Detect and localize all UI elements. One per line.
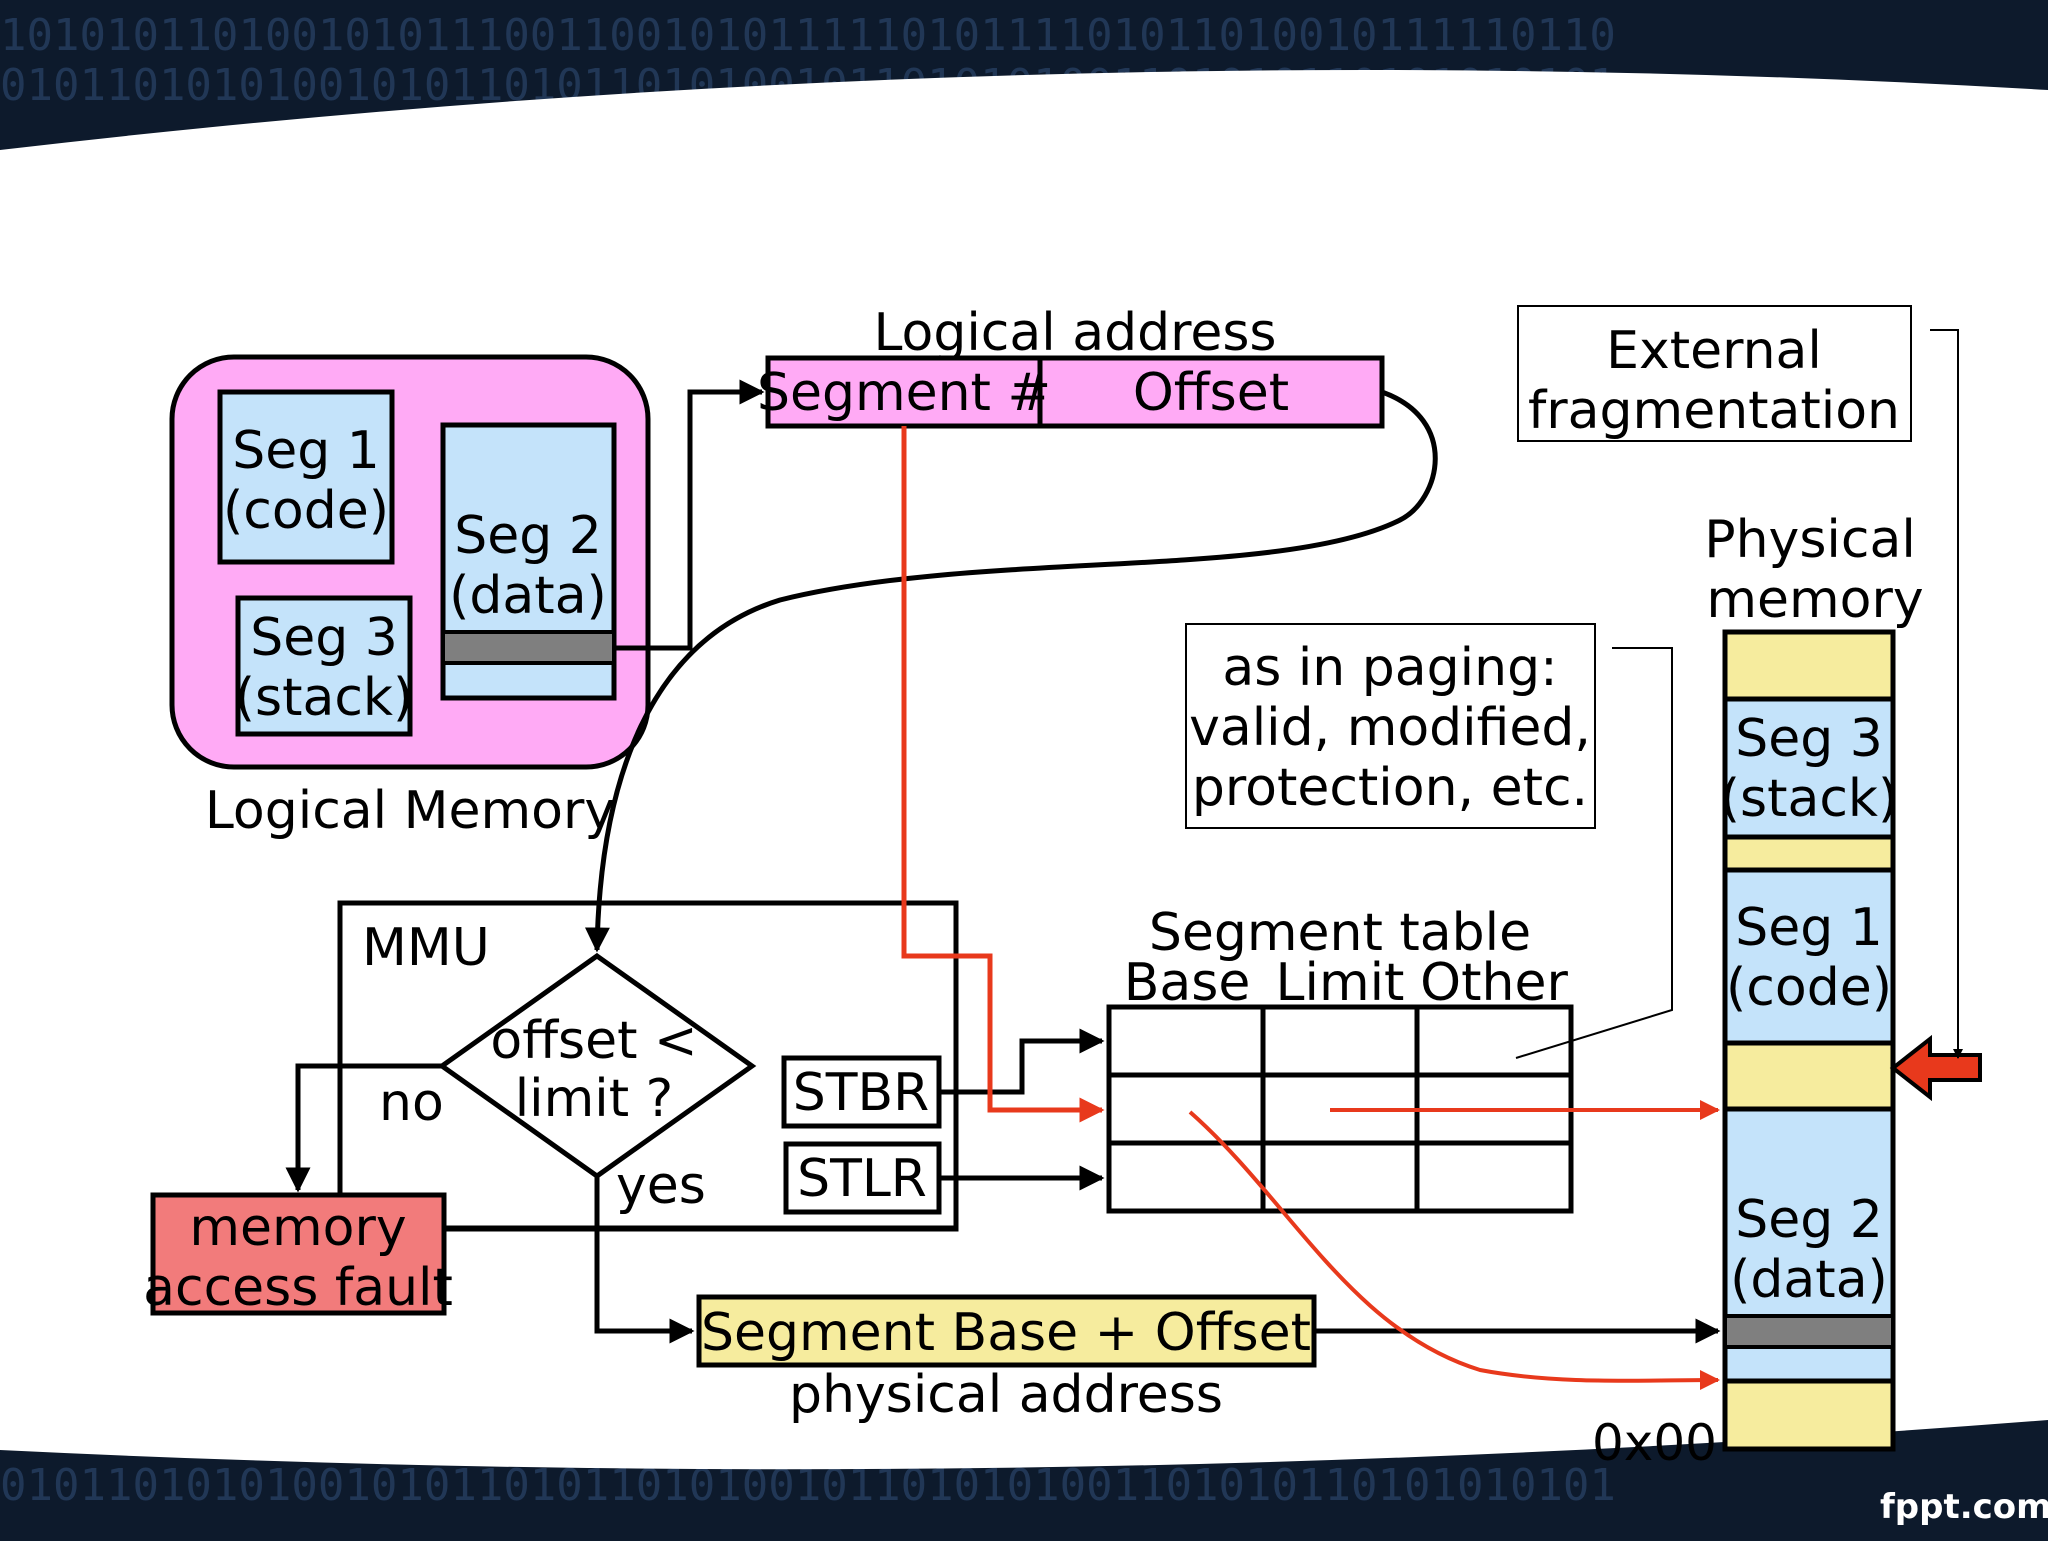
yes-label: yes [616,1156,706,1216]
logical-seg1-sublabel: (code) [223,481,389,541]
paging-note-box [1185,623,1596,829]
segment-table: Segment table Base Limit Other [1106,903,1574,1214]
no-branch-arrow [285,1063,442,1193]
logical-memory-caption: Logical Memory [205,781,615,841]
physical-memory-title-line2: memory [1706,570,1923,630]
physical-seg1-label: Seg 1 [1735,898,1883,958]
yes-branch-arrow [594,1176,695,1344]
logical-seg2-label: Seg 2 [454,506,602,566]
fault-line2: access fault [143,1258,453,1318]
mmu-title: MMU [362,918,490,978]
stbr-label: STBR [793,1063,930,1123]
segment-table-column-other: Other [1420,953,1568,1013]
logical-memory: Seg 1 (code) Seg 2 (data) Seg 3 (stack) … [169,354,651,841]
logical-seg1-label: Seg 1 [232,421,380,481]
physical-seg2-label: Seg 2 [1735,1190,1883,1250]
logical-address-title: Logical address [873,303,1276,363]
offset-label: Offset [1133,363,1289,423]
segment-table-title: Segment table [1149,903,1531,963]
logical-seg3-box [235,595,413,737]
watermark: fppt.com [1880,1487,2048,1527]
physical-free-block-1 [1722,629,1896,702]
base-to-memory-arrow [1188,1110,1720,1391]
segment-number-index-arrow [901,426,1105,1123]
segment-table-column-base: Base [1124,953,1251,1013]
physical-memory-title-line1: Physical [1704,510,1916,570]
decision-line1: offset < [490,1011,697,1071]
physical-seg2-sublabel: (data) [1730,1250,1888,1310]
logical-seg3-sublabel: (stack) [235,668,414,728]
physical-address-caption: physical address [789,1365,1223,1425]
external-fragmentation-note: External fragmentation [1517,305,1912,442]
fault-line1: memory [189,1198,406,1258]
logical-seg2-highlight [441,630,616,665]
physical-seg3-box [1722,696,1896,840]
physical-memory: Physical memory Seg 3 (stack) Seg 1 (cod… [1592,510,1924,1472]
logical-seg1-box [217,389,395,565]
memory-access-fault-box [150,1192,447,1316]
physical-seg2-highlight [1723,1314,1895,1349]
external-fragmentation-box [1517,305,1912,442]
stbr-to-table-arrow [939,1028,1105,1095]
binary-decoration-top: 1010101101001010111001100101011111010111… [0,10,1616,61]
physical-free-block-2 [1722,834,1896,873]
logical-address: Logical address Segment # Offset [757,303,1385,429]
offset-to-decision-arrow [584,389,1438,953]
physical-seg3-sublabel: (stack) [1720,769,1899,829]
offset-field [1037,355,1385,429]
external-fragmentation-pointer-icon [1889,1034,1982,1102]
data-seg-to-logical-address-arrow [614,379,765,651]
segment-number-field [765,355,1043,429]
physical-seg3-label: Seg 3 [1735,709,1883,769]
no-label: no [379,1073,444,1133]
segment-table-column-limit: Limit [1276,953,1405,1013]
physical-seg1-sublabel: (code) [1726,958,1892,1018]
segment-number-label: Segment # [757,363,1051,423]
physical-address-formula: Segment Base + Offset [701,1303,1311,1363]
decision-line2: limit ? [515,1069,674,1129]
external-fragmentation-line2: fragmentation [1528,381,1900,441]
physical-free-block-4 [1722,1378,1896,1452]
logical-seg3-label: Seg 3 [250,608,398,668]
stlr-label: STLR [797,1149,927,1209]
stlr-register [783,1141,942,1215]
external-fragmentation-line1: External [1606,321,1822,381]
external-fragmentation-leader [1930,329,1963,1059]
paging-note-line3: protection, etc. [1192,758,1588,818]
stbr-register [781,1055,942,1129]
paging-note-leader [1515,647,1673,1059]
physical-free-block-3 [1722,1040,1896,1112]
physical-seg1-box [1722,867,1896,1046]
physical-bottom-address: 0x00 [1592,1414,1717,1472]
physical-address-box [696,1294,1317,1368]
paging-note-line2: valid, modified, [1189,698,1591,758]
paging-note: as in paging: valid, modified, protectio… [1185,623,1596,829]
mmu: MMU offset < limit ? no yes STBR STLR [337,900,959,1232]
paging-note-line1: as in paging: [1222,638,1557,698]
logical-seg2-sublabel: (data) [449,566,607,626]
